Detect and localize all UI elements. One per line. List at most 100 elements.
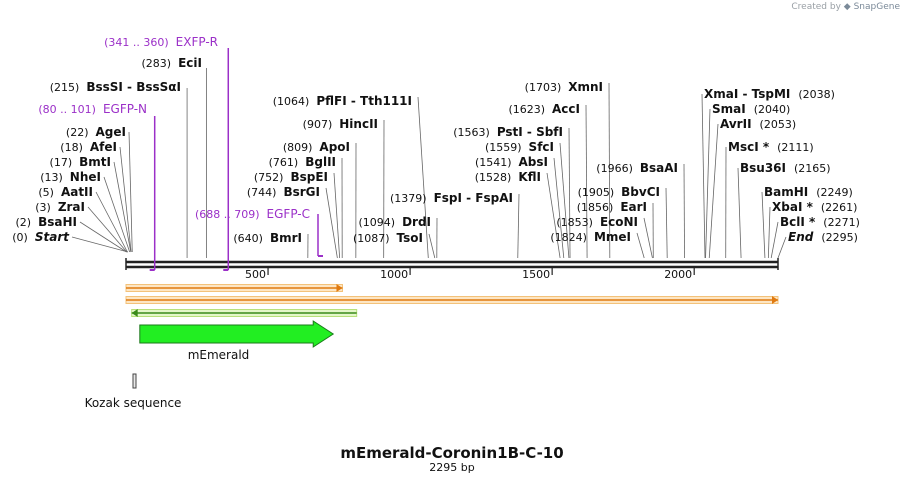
site-position: (1966) — [596, 162, 633, 175]
site-position: (640) — [233, 232, 263, 245]
enzyme-label: PstI - SbfI — [497, 125, 563, 139]
site-position: (3) — [35, 201, 51, 214]
site-leader — [95, 191, 128, 253]
site-leader — [665, 187, 668, 259]
enzyme-label: BmrI — [270, 231, 302, 245]
enzyme-label: Bsu36I — [740, 161, 786, 175]
site-position: (809) — [283, 141, 313, 154]
enzyme-label: MmeI — [594, 230, 631, 244]
site-leader — [705, 108, 711, 259]
kozak-feature-label: Kozak sequence — [85, 396, 182, 410]
enzyme-label: AccI — [552, 102, 580, 116]
enzyme-label: XbaI * — [772, 200, 814, 214]
site-leader — [761, 191, 766, 259]
site-position: (5) — [38, 186, 54, 199]
site-leader — [568, 127, 571, 259]
enzyme-label: EciI — [178, 56, 202, 70]
site-position: (341 .. 360) — [104, 36, 169, 49]
map-title: mEmerald-Coronin1B-C-10 — [340, 444, 564, 462]
orf-arrowhead — [772, 296, 778, 304]
site-position: (1064) — [273, 95, 310, 108]
site-leader — [643, 217, 653, 259]
site-position: (2295) — [821, 231, 858, 244]
site-position: (744) — [247, 186, 277, 199]
primer-label: EXFP-R — [176, 35, 218, 49]
enzyme-label: BsaHI — [38, 215, 77, 229]
site-leader — [636, 232, 645, 259]
enzyme-label: BbvCI — [621, 185, 660, 199]
enzyme-label: BsaAI — [640, 161, 678, 175]
site-leader — [559, 142, 570, 259]
site-leader — [708, 123, 719, 259]
site-position: (2053) — [760, 118, 797, 131]
snapgene-credit: Created by ◆ SnapGene — [791, 2, 900, 12]
site-leader — [517, 193, 520, 259]
site-position: (1853) — [556, 216, 593, 229]
enzyme-label: MscI * — [728, 140, 770, 154]
enzyme-label: EarI — [620, 200, 647, 214]
site-position: (1087) — [353, 232, 390, 245]
enzyme-label: AgeI — [96, 125, 126, 139]
enzyme-label: KflI — [518, 170, 541, 184]
site-leader — [325, 187, 338, 259]
enzyme-label: AfeI — [90, 140, 117, 154]
site-position: (2271) — [823, 216, 860, 229]
site-leader — [701, 93, 706, 259]
site-position: (2165) — [794, 162, 831, 175]
enzyme-label: TsoI — [397, 231, 423, 245]
enzyme-label: NheI — [70, 170, 101, 184]
enzyme-label: SfcI — [529, 140, 554, 154]
site-leader — [71, 236, 129, 253]
site-position: (18) — [60, 141, 83, 154]
enzyme-label: AvrII — [720, 117, 752, 131]
scale-tick-label: 1500 — [522, 268, 550, 281]
site-leader — [608, 82, 611, 259]
site-position: (283) — [142, 57, 172, 70]
site-position: (1703) — [525, 81, 562, 94]
enzyme-label: EcoNI — [600, 215, 638, 229]
site-position: (907) — [303, 118, 333, 131]
scale-tick-label: 2000 — [664, 268, 692, 281]
scale-tick-label: 500 — [245, 268, 266, 281]
site-position: (2249) — [816, 186, 853, 199]
site-leader — [113, 161, 132, 253]
orf-arrowhead — [131, 309, 138, 317]
site-position: (2111) — [777, 141, 814, 154]
map-length: 2295 bp — [429, 461, 475, 474]
site-position: (2038) — [798, 88, 835, 101]
credit-prefix: Created by — [791, 2, 841, 12]
site-position: (1824) — [550, 231, 587, 244]
site-position: (0) — [12, 231, 28, 244]
site-leader — [333, 172, 341, 259]
site-position: (2040) — [754, 103, 791, 116]
primer-label: EGFP-C — [267, 207, 310, 221]
enzyme-label: ZraI — [58, 200, 85, 214]
site-leader — [585, 104, 588, 259]
site-leader — [119, 146, 132, 253]
site-leader — [546, 172, 561, 259]
enzyme-label: BspEI — [290, 170, 328, 184]
site-leader — [777, 236, 787, 259]
site-position: (1856) — [577, 201, 614, 214]
site-leader — [417, 96, 429, 259]
enzyme-label: PflFI - Tth111I — [316, 94, 412, 108]
enzyme-label: XmnI — [568, 80, 603, 94]
site-position: (22) — [66, 126, 89, 139]
enzyme-label: ApoI — [319, 140, 350, 154]
site-position: (752) — [254, 171, 284, 184]
kozak-feature-box[interactable] — [132, 373, 137, 389]
site-position: (80 .. 101) — [38, 103, 96, 116]
site-leader — [767, 206, 771, 259]
site-position: (215) — [50, 81, 80, 94]
enzyme-label: FspI - FspAI — [434, 191, 513, 205]
site-position: (1541) — [475, 156, 512, 169]
memerald-feature-label: mEmerald — [188, 348, 250, 362]
site-leader — [103, 176, 131, 253]
site-position: (13) — [40, 171, 63, 184]
enzyme-label: AatII — [61, 185, 93, 199]
memerald-feature-arrow[interactable] — [139, 320, 335, 348]
enzyme-label: Start — [35, 230, 70, 244]
enzyme-label: DrdI — [402, 215, 431, 229]
enzyme-label: SmaI — [712, 102, 746, 116]
